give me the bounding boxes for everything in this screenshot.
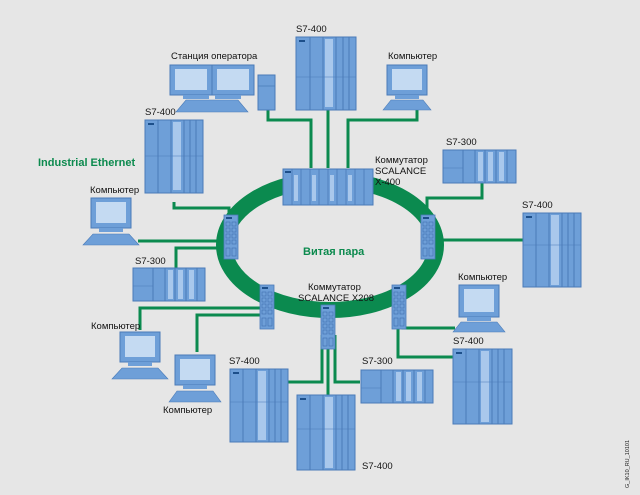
label-computer-top-right: Компьютер [388, 51, 438, 62]
s7-400-bottom-right-icon [452, 348, 513, 425]
switch-bottom-right-icon [391, 284, 407, 330]
cable-s7-300-left [174, 246, 229, 268]
cable-computer-right [401, 322, 455, 330]
cable-computer-bottom-left-2 [195, 313, 262, 352]
label-s7-400-bottom-right: S7-400 [453, 336, 484, 347]
cable-computer-bottom-left [138, 306, 262, 330]
cable-s7-400-left [172, 202, 231, 222]
label-s7-400-bottom-left: S7-400 [229, 356, 260, 367]
label-twisted-pair: Витая пара [303, 246, 365, 258]
cable-s7-400-bottom-left [286, 335, 324, 384]
label-s7-400-left: S7-400 [145, 107, 176, 118]
s7-300-bottom-icon [360, 369, 434, 404]
switch-x208-center-icon [320, 304, 336, 350]
cable-s7-400-bottom-right [396, 322, 453, 359]
label-computer-bottom-left-2: Компьютер [163, 405, 213, 416]
label-switch-x400-line1: Коммутатор [375, 155, 428, 166]
label-switch-x208-line1: Коммутатор [308, 282, 361, 293]
s7-400-bottom-center-icon [296, 394, 356, 471]
s7-400-right-icon [522, 212, 582, 288]
label-computer-right: Компьютер [458, 272, 508, 283]
label-switch-x400-line2: SCALANCE [375, 166, 427, 177]
cable-computer-top-right [346, 110, 419, 168]
operator-station-icon [169, 64, 276, 113]
label-s7-300-bottom: S7-300 [362, 356, 393, 367]
cable-s7-300-bottom [333, 335, 360, 384]
switch-left-icon [223, 214, 239, 260]
label-computer-bottom-left: Компьютер [91, 321, 141, 332]
s7-300-icons [132, 149, 517, 404]
label-switch-x208-line2: SCALANCE X208 [298, 293, 375, 304]
computer-bottom-left-icon [111, 331, 169, 380]
label-s7-300-left: S7-300 [135, 256, 166, 267]
label-operator-station: Станция оператора [171, 51, 258, 62]
s7-300-left-icon [132, 267, 206, 302]
label-s7-400-bottom-center: S7-400 [362, 461, 393, 472]
computer-right-icon [452, 284, 506, 333]
label-s7-300-right: S7-300 [446, 137, 477, 148]
label-industrial-ethernet: Industrial Ethernet [38, 157, 136, 169]
computer-bottom-left-2-icon [168, 354, 222, 403]
s7-400-left-icon [144, 119, 204, 194]
s7-400-bottom-left-icon [229, 368, 289, 443]
label-switch-x400-line3: X-400 [375, 177, 401, 188]
label-s7-400-top: S7-400 [296, 24, 327, 35]
figure-id: G_IK10_RU_10101 [625, 439, 631, 488]
computer-top-right-icon [382, 64, 432, 111]
switch-x400-icon [282, 168, 374, 206]
switch-right-icon [420, 214, 436, 260]
s7-300-right-icon [442, 149, 517, 184]
computer-left-icon [82, 197, 140, 246]
label-s7-400-right: S7-400 [522, 200, 553, 211]
cable-operator-pc [266, 110, 313, 168]
switch-bottom-left-icon [259, 284, 275, 330]
s7-400-icons [144, 36, 582, 471]
computer-icons [82, 64, 506, 403]
label-computer-left: Компьютер [90, 185, 140, 196]
s7-400-top-icon [295, 36, 357, 111]
